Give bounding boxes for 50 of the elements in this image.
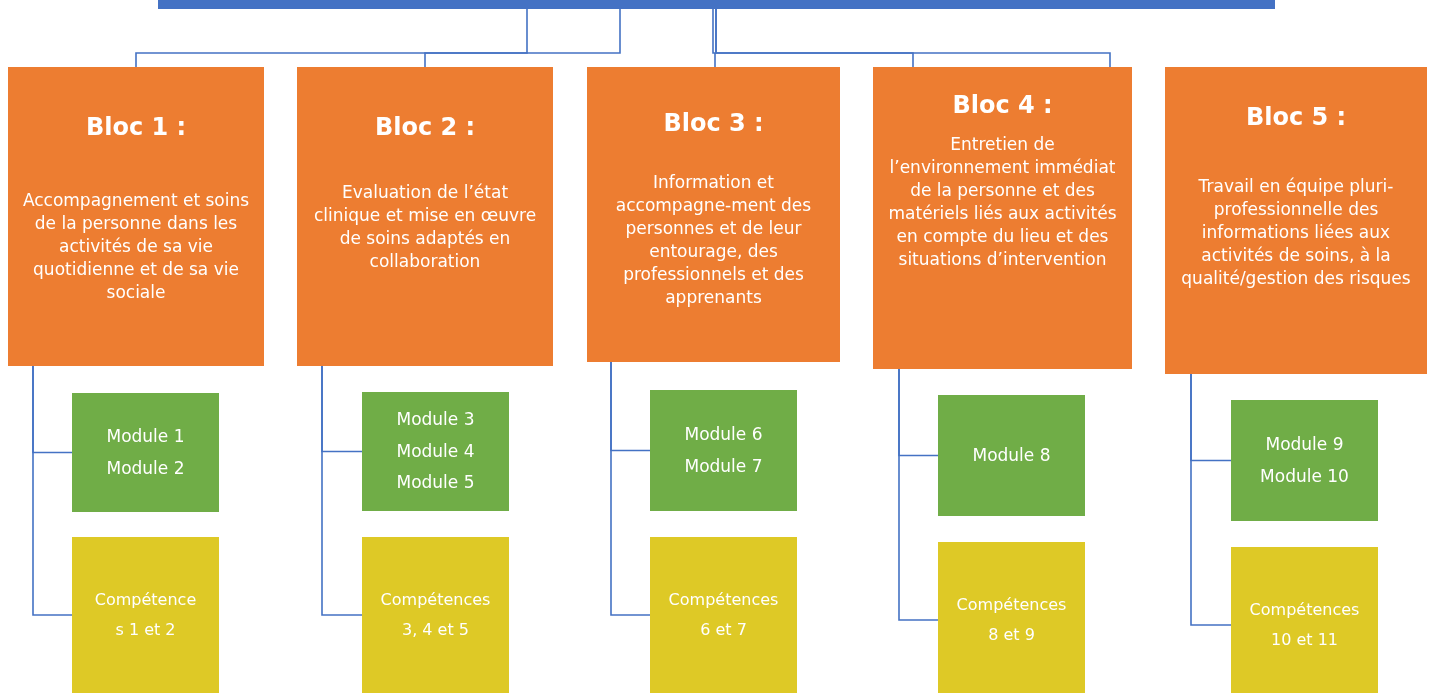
bloc-title: Bloc 5 : <box>1245 103 1347 131</box>
bloc-title: Bloc 1 : <box>85 113 187 141</box>
competence-label: Compétences 10 et 11 <box>1248 599 1361 651</box>
bloc-title: Bloc 4 : <box>952 91 1053 119</box>
bloc-title: Bloc 3 : <box>663 109 764 137</box>
header-bar <box>158 0 1275 9</box>
connector-line <box>424 8 621 68</box>
bloc-description: Entretien de l’environnement immédiat de la personne et des matériels liés aux activités en compte du lieu et des situations d’intervention <box>887 133 1118 271</box>
bloc-box <box>587 67 840 362</box>
bloc-box <box>297 67 553 366</box>
module-label: Module 8 <box>972 443 1051 467</box>
bloc-description: Travail en équipe pluri-professionnelle des informations liées aux activités de soins, à la qualité/gestion des risques <box>1180 175 1412 290</box>
module-label: Module 5 <box>396 471 475 495</box>
module-label: Module 3 <box>396 408 475 432</box>
competence-box <box>362 537 509 693</box>
bloc-box <box>1165 67 1427 374</box>
bloc-title: Bloc 2 : <box>374 113 476 141</box>
module-box <box>1231 400 1378 521</box>
bloc-box <box>873 67 1132 369</box>
competence-box <box>650 537 797 693</box>
connector-line <box>321 365 363 616</box>
connector-line <box>712 8 716 68</box>
bloc-box <box>8 67 264 366</box>
competence-box <box>72 537 219 693</box>
connector-line <box>715 8 1111 68</box>
module-label: Module 6 <box>684 423 763 447</box>
module-label: Module 4 <box>396 439 475 463</box>
competence-box <box>1231 547 1378 693</box>
competence-label: Compétence s 1 et 2 <box>94 589 197 641</box>
module-box <box>938 395 1085 516</box>
bloc-description: Information et accompagne-ment des personnes et de leur entourage, des professionnels et des apprenants <box>614 171 813 309</box>
connector-line <box>1190 373 1232 626</box>
module-label: Module 2 <box>106 456 185 480</box>
connector-line <box>898 368 939 621</box>
competence-box <box>938 542 1085 693</box>
module-box <box>650 390 797 511</box>
competence-label: Compétences 8 et 9 <box>955 594 1068 646</box>
module-label: Module 9 <box>1265 433 1344 457</box>
competence-label: Compétences 6 et 7 <box>667 589 780 641</box>
module-label: Module 7 <box>684 454 763 478</box>
connector-line <box>135 8 528 68</box>
bloc-description: Evaluation de l’état clinique et mise en œuvre de soins adaptés en collaboration <box>312 181 538 273</box>
module-box <box>72 393 219 512</box>
module-label: Module 1 <box>106 425 185 449</box>
competence-label: Compétences 3, 4 et 5 <box>379 589 492 641</box>
connector-line <box>32 365 73 616</box>
module-box <box>362 392 509 511</box>
bloc-description: Accompagnement et soins de la personne dans les activités de sa vie quotidienne et de sa vie sociale <box>21 189 251 304</box>
module-label: Module 10 <box>1260 464 1349 488</box>
connector-line <box>610 361 651 616</box>
